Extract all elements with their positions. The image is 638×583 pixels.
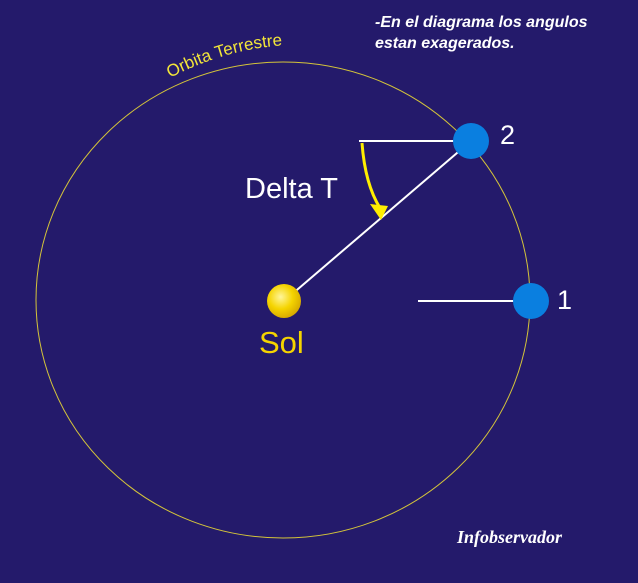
note-line-1: -En el diagrama los angulos bbox=[375, 14, 588, 31]
earth-position-1-label: 1 bbox=[557, 285, 572, 315]
sun-label: Sol bbox=[259, 325, 304, 360]
angle-label: Delta T bbox=[245, 173, 338, 205]
earth-position-2 bbox=[453, 123, 489, 159]
credit-label: Infobservador bbox=[456, 527, 563, 547]
angle-arrow-head-icon bbox=[370, 204, 388, 220]
angle-arc bbox=[360, 142, 382, 209]
note-line-2: estan exagerados. bbox=[375, 35, 515, 52]
sun bbox=[267, 284, 301, 318]
sun-earth-line bbox=[283, 140, 472, 302]
earth-position-1 bbox=[513, 283, 549, 319]
earth-position-2-label: 2 bbox=[500, 120, 515, 150]
